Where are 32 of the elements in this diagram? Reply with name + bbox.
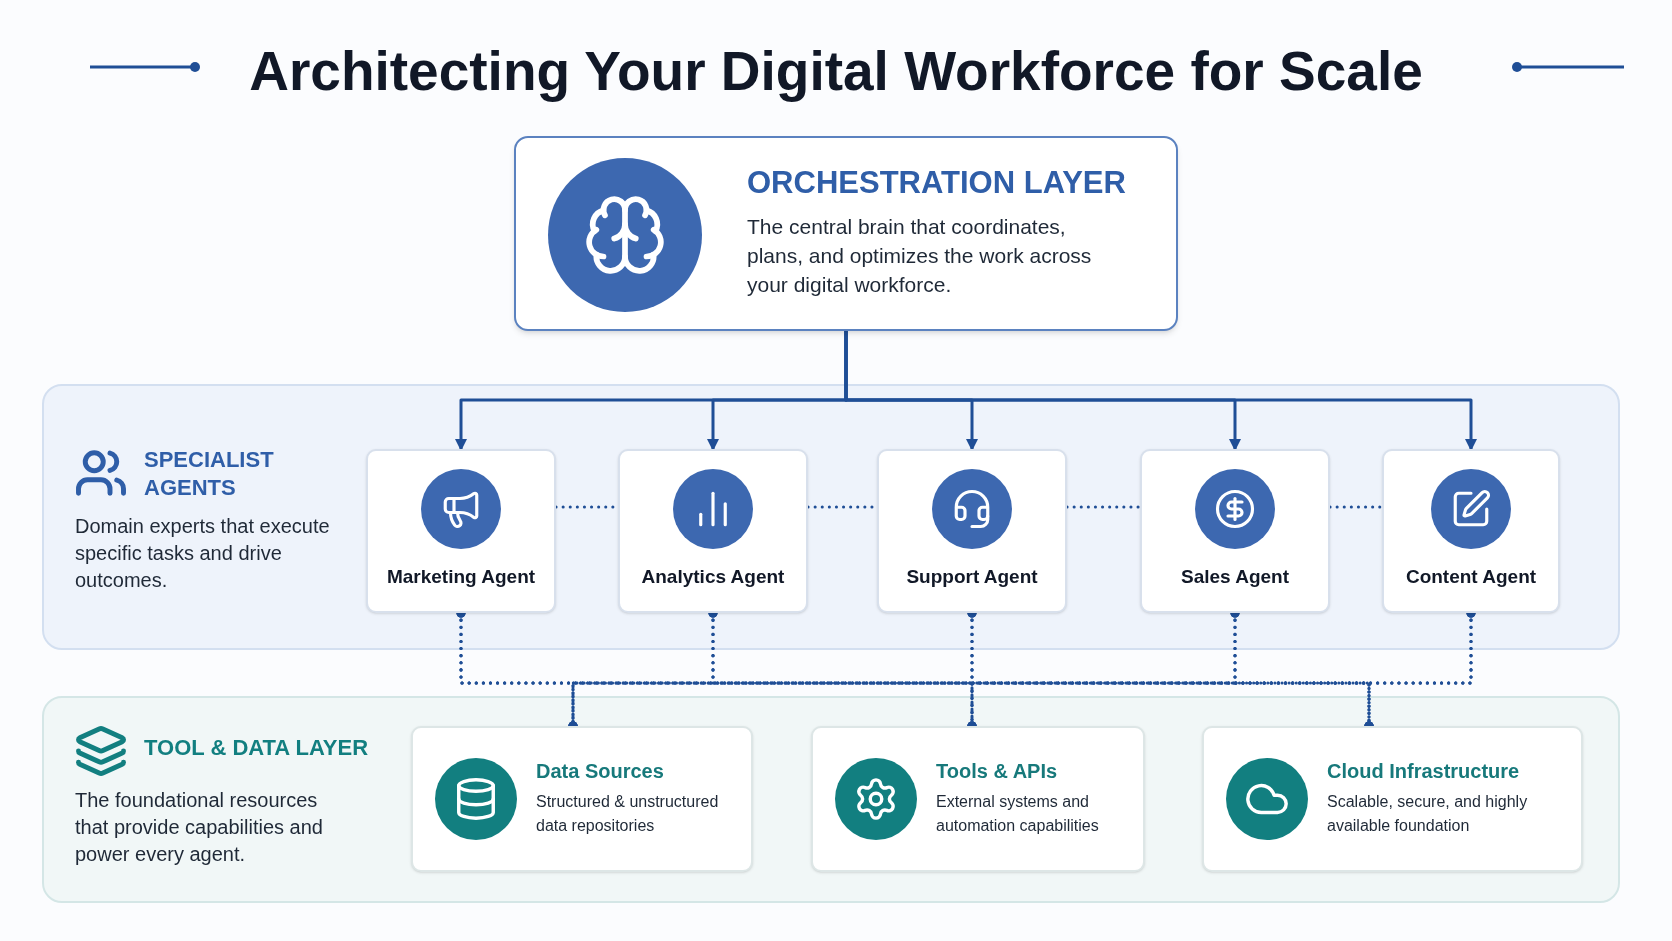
layer-band (42, 384, 1620, 650)
resource-card (811, 726, 1145, 872)
arrow (844, 329, 1477, 451)
diagram-title: Architecting Your Digital Workforce for Scale (249, 39, 1423, 104)
agent-card (366, 449, 556, 613)
resource-description: Scalable, secure, and highly available foundation (1327, 792, 1529, 836)
band-description: Domain experts that execute specific tasks and drive outcomes. (75, 514, 331, 593)
agent-name: Support Agent (905, 565, 1039, 589)
layer-heading: ORCHESTRATION LAYER (747, 164, 1126, 202)
resource-card (411, 726, 753, 872)
agent-name: Marketing Agent (385, 565, 537, 589)
agent-name: Content Agent (1404, 565, 1538, 589)
agent-card (618, 449, 808, 613)
agent-name: Sales Agent (1179, 565, 1291, 589)
resource-description: External systems and automation capabilities (936, 792, 1100, 836)
agent-card (1140, 449, 1330, 613)
layer-description: The central brain that coordinates, plans, and optimizes the work across your digital workforce. (747, 214, 1093, 298)
resource-description: Structured & unstructured data repositories (536, 792, 720, 836)
agent-card (1382, 449, 1560, 613)
band-heading: SPECIALIST AGENTS (144, 446, 275, 502)
resource-card (1202, 726, 1583, 872)
band-heading: TOOL & DATA LAYER (144, 734, 370, 762)
dotted-connector (1065, 505, 1142, 509)
dotted-connector (1328, 505, 1384, 509)
resource-title: Cloud Infrastructure (1327, 759, 1520, 784)
agent-card (877, 449, 1067, 613)
band-description: The foundational resources that provide capabilities and power every agent. (75, 788, 324, 867)
resource-title: Tools & APIs (936, 759, 1058, 784)
agent-name: Analytics Agent (640, 565, 786, 589)
layer-band (42, 696, 1620, 903)
resource-title: Data Sources (536, 759, 664, 784)
layer-card (514, 136, 1178, 331)
